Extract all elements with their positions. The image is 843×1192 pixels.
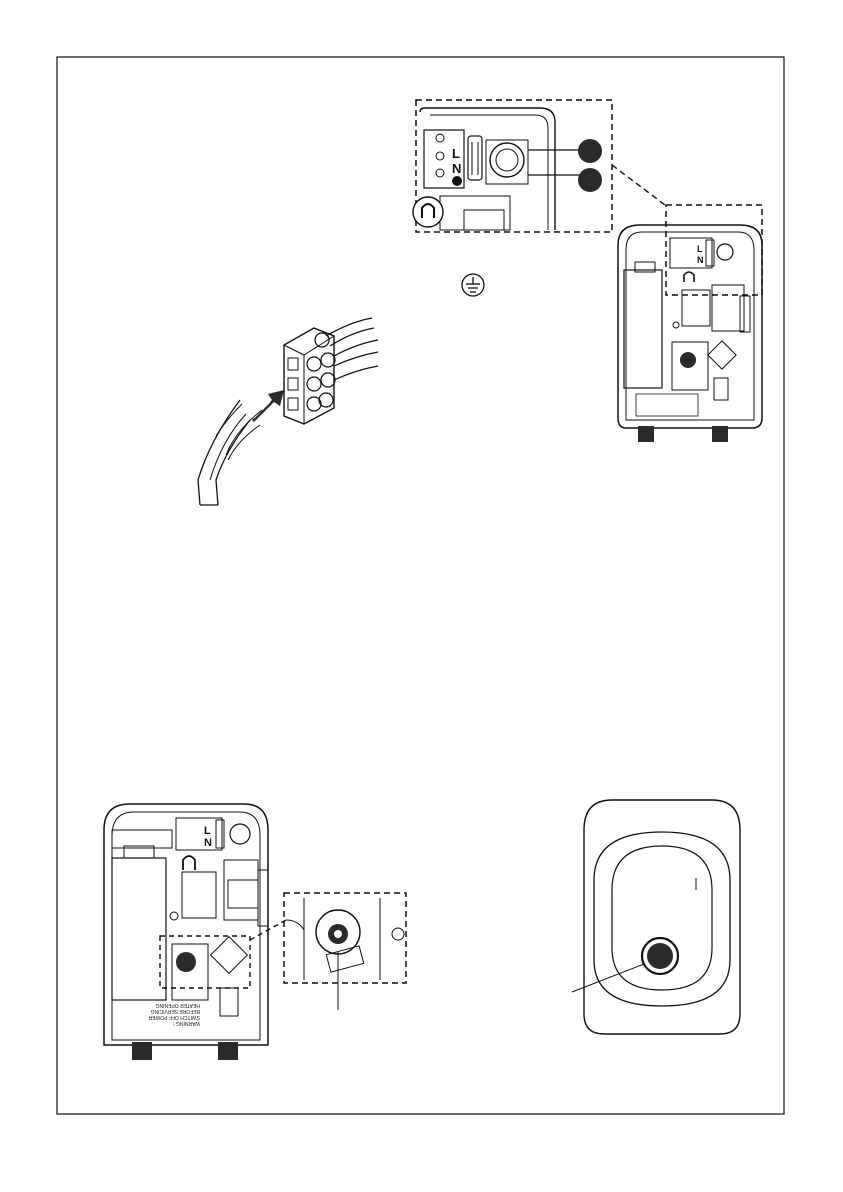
warning-label: WARNING ! SWITCH OFF POWER BEFORE SERVIC… <box>148 1002 200 1026</box>
terminal-label-live: L <box>452 146 460 161</box>
heater-unit-top: L N <box>618 205 762 442</box>
detail-leader-line <box>612 165 665 205</box>
callout-dot-1 <box>578 139 602 163</box>
heater-unit-bottom: L N WARNING ! SWITCH OFF POWER BEFORE SE… <box>104 804 268 1060</box>
unit-label-live: L <box>697 244 703 254</box>
bottom-label-neutral: N <box>204 837 212 849</box>
knob-pointer-line <box>572 964 644 992</box>
bottom-label-live: L <box>204 825 211 837</box>
cable-connector-illustration <box>198 318 378 505</box>
earth-ground-icon <box>462 274 484 296</box>
warning-line-4: HEATER OPENING <box>156 1002 200 1008</box>
insert-arrow-icon <box>250 390 284 422</box>
terminal-block-detail: L N <box>413 100 612 232</box>
unit-label-neutral: N <box>697 255 704 265</box>
padlock-icon <box>413 197 443 227</box>
callout-dot-2 <box>578 168 602 192</box>
dial-detail <box>284 893 406 1010</box>
detail-dashed-frame <box>416 100 612 232</box>
terminal-label-neutral: N <box>452 161 461 176</box>
heater-front-cover <box>572 800 740 1034</box>
earth-terminal-dot <box>452 176 462 186</box>
